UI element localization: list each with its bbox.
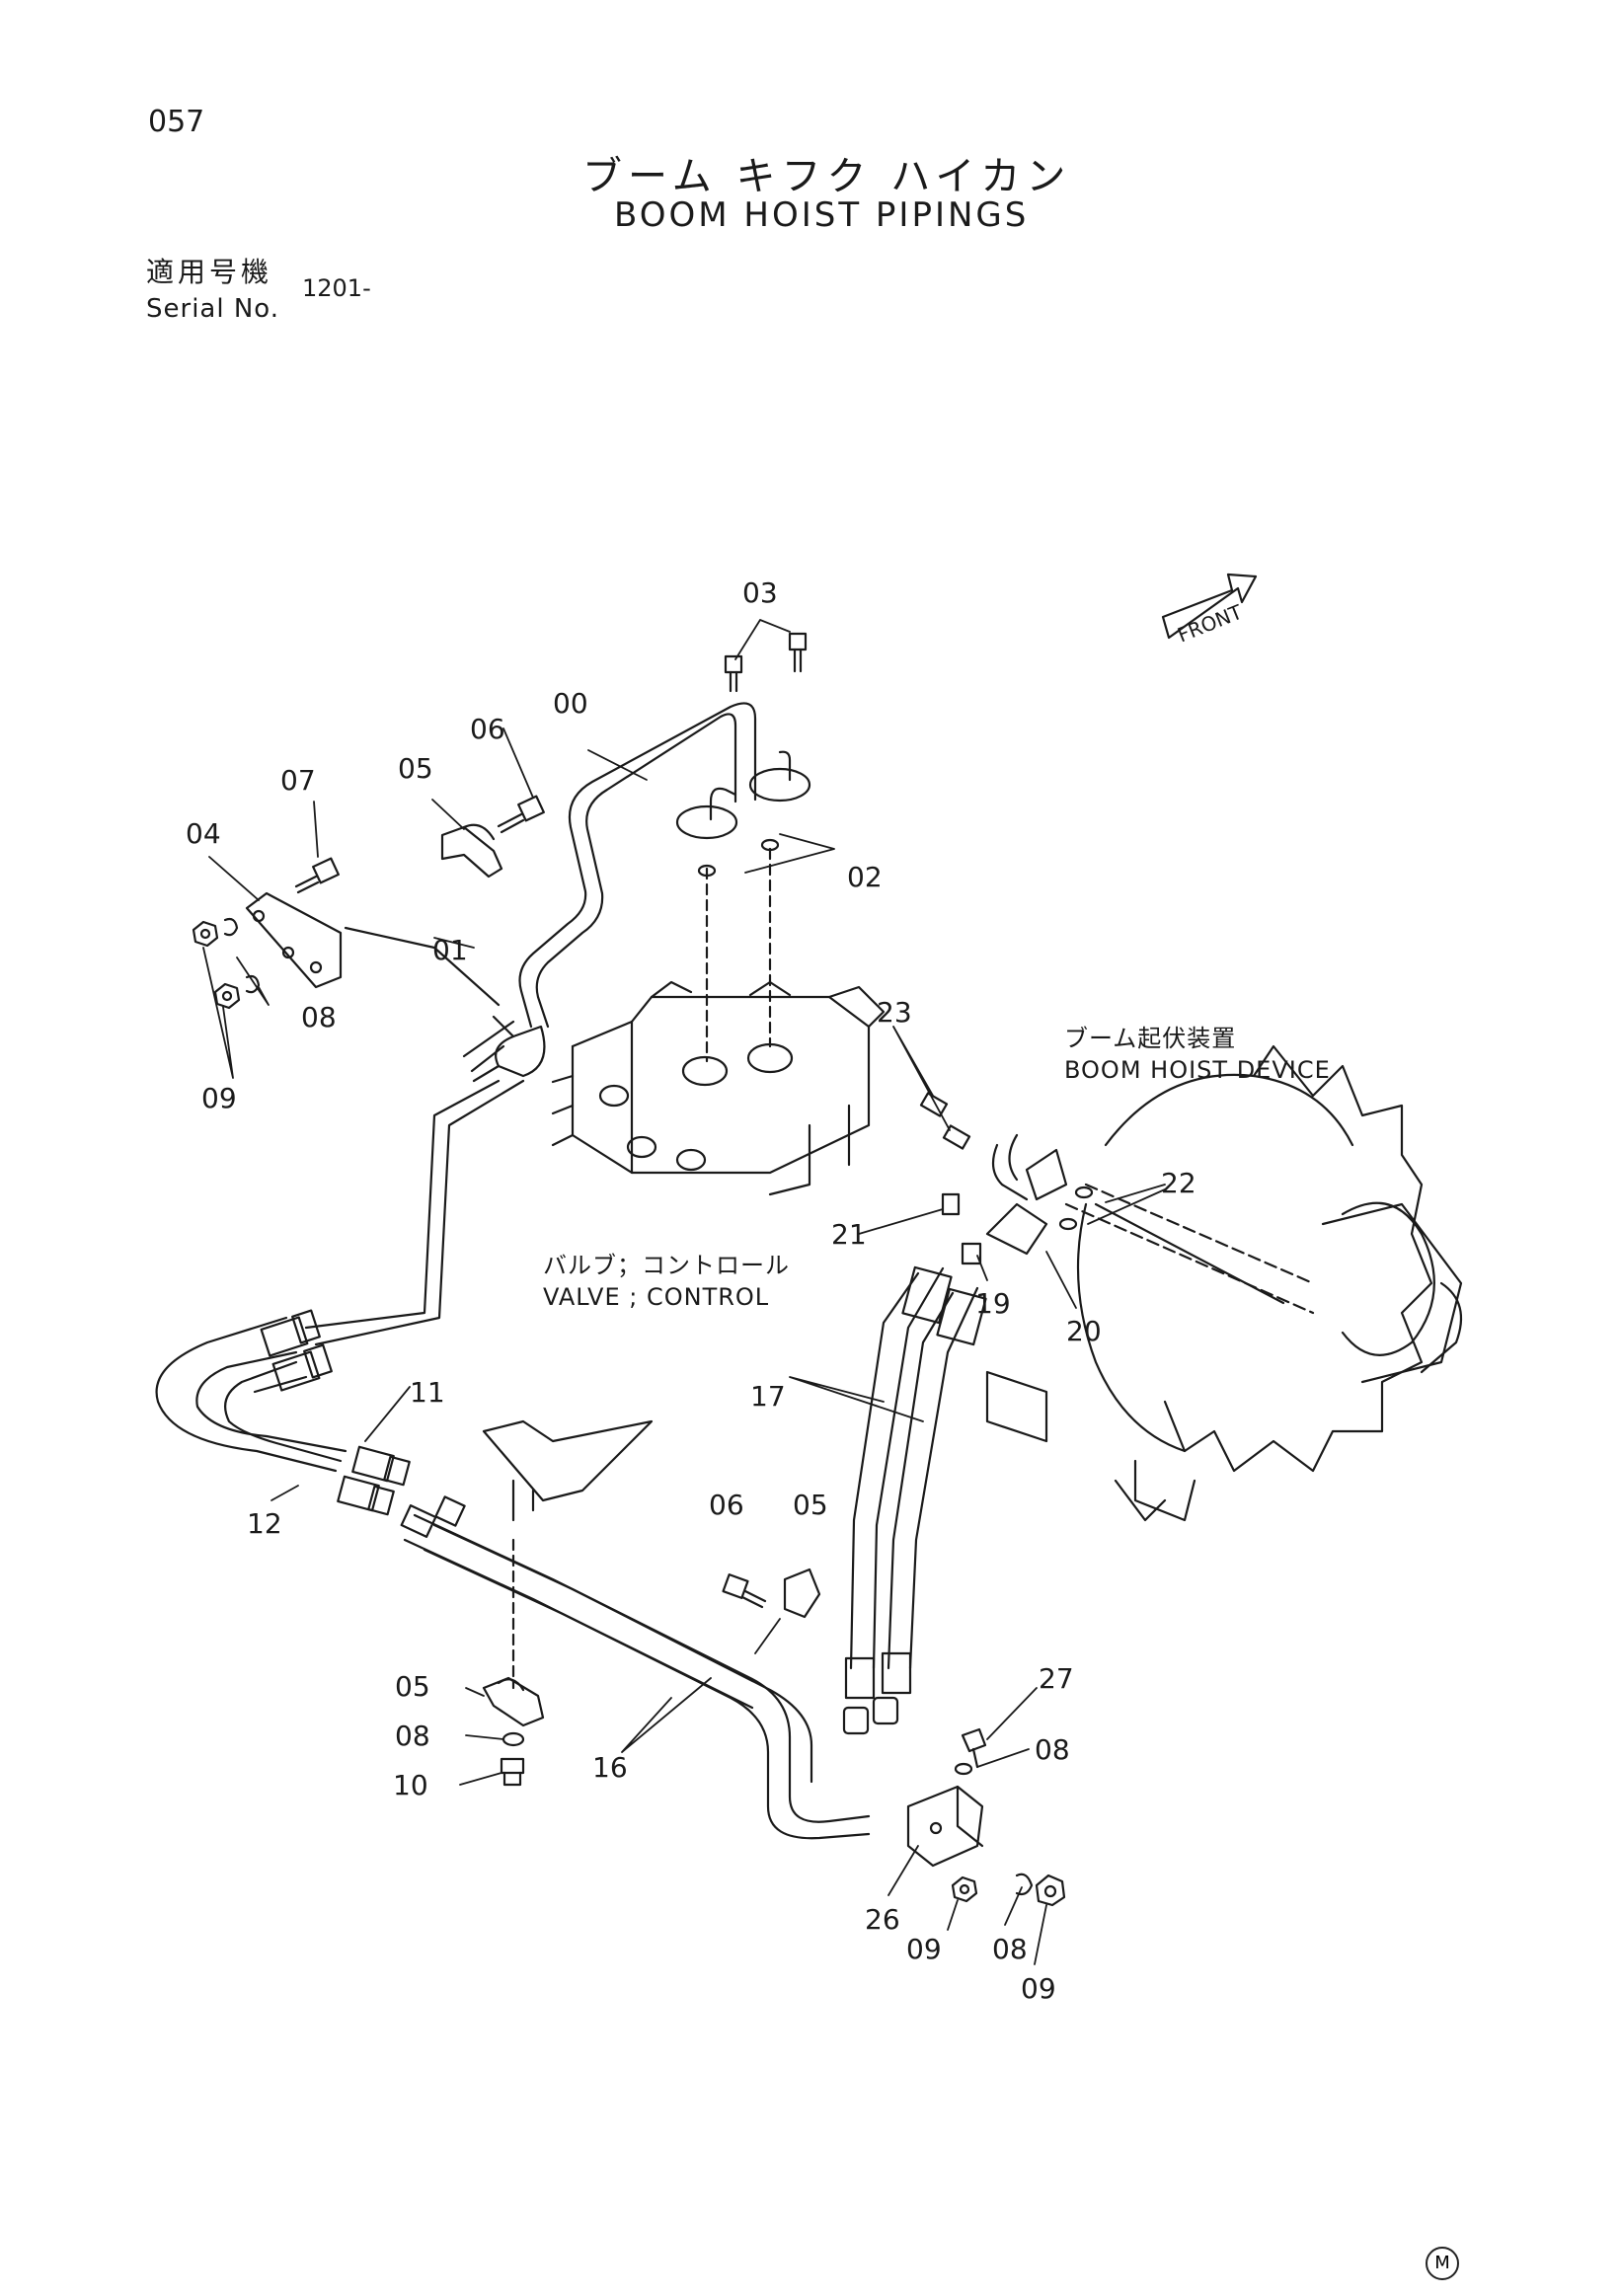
part-label-03: 03 — [742, 576, 778, 609]
pipe-00-drawing — [518, 702, 792, 1029]
mount-plate-drawing — [482, 1419, 654, 1690]
nuts-washers-left-drawing — [192, 917, 261, 1010]
part-label-09: 09 — [201, 1082, 237, 1114]
component-callouts: ブーム起伏装置 BOOM HOIST DEVICE バルブ；コントロール VAL… — [543, 599, 1331, 1311]
part-label-08-lower: 08 — [992, 1933, 1028, 1965]
boom-hoist-device-label-jp: ブーム起伏装置 — [1064, 1025, 1236, 1052]
part-label-08: 08 — [301, 1001, 337, 1033]
washer-bolt-lower-left-drawing — [500, 1731, 525, 1787]
part-label-27: 27 — [1039, 1662, 1074, 1695]
page-number: 057 — [148, 105, 205, 139]
part-label-06-lower: 06 — [709, 1489, 744, 1521]
part-label-05: 05 — [398, 752, 433, 785]
valve-flanges-drawing — [675, 767, 811, 1063]
clamps-lower-drawing — [482, 1568, 821, 1727]
boom-hoist-device-label-en: BOOM HOIST DEVICE — [1064, 1056, 1331, 1084]
serial-number-value: 1201- — [302, 274, 371, 302]
bolts-drawing — [294, 632, 808, 894]
part-label-10: 10 — [393, 1769, 428, 1801]
clamp-05-upper-drawing — [440, 823, 503, 879]
part-label-00: 00 — [553, 687, 588, 720]
pipes-16-drawing — [400, 1495, 899, 1840]
part-number-labels: 03 00 06 05 07 04 02 01 08 09 23 22 21 1… — [186, 576, 1196, 2005]
part-label-12: 12 — [247, 1507, 282, 1540]
leader-lines — [202, 619, 1166, 1965]
serial-label-japanese: 適用号機 — [146, 256, 273, 288]
part-label-01: 01 — [432, 934, 468, 966]
title-japanese: ブーム キフク ハイカン — [582, 154, 1072, 199]
control-valve-label-en: VALVE ; CONTROL — [543, 1283, 769, 1311]
part-label-05-lower-right: 05 — [793, 1489, 828, 1521]
part-label-02: 02 — [847, 861, 883, 893]
pipe-01-drawing — [344, 926, 546, 1083]
part-label-26: 26 — [865, 1903, 900, 1936]
front-arrow-icon — [1161, 573, 1258, 640]
part-label-11: 11 — [410, 1376, 445, 1409]
title-english: BOOM HOIST PIPINGS — [614, 195, 1030, 235]
part-label-09-lower: 09 — [906, 1933, 942, 1965]
part-label-22: 22 — [1161, 1167, 1196, 1199]
boom-hoist-device-drawing — [985, 1044, 1463, 1522]
part-label-09-lower-right: 09 — [1021, 1972, 1056, 2005]
control-valve-drawing — [551, 980, 886, 1196]
part-label-16: 16 — [592, 1751, 628, 1784]
bracket-26-drawing — [906, 1727, 1066, 1907]
part-label-08-right: 08 — [1035, 1733, 1070, 1766]
control-valve-label-jp: バルブ；コントロール — [543, 1252, 790, 1279]
part-label-17: 17 — [750, 1380, 786, 1413]
hoses-17-drawing — [844, 1265, 987, 1700]
hose-fittings-drawing — [260, 1309, 411, 1516]
part-label-04: 04 — [186, 817, 221, 850]
manufacturer-mark-icon: M — [1426, 2247, 1459, 2280]
part-label-06: 06 — [470, 713, 505, 745]
part-label-19: 19 — [975, 1287, 1011, 1320]
part-label-05-lower-left: 05 — [395, 1670, 430, 1703]
boom-device-fittings-drawing — [919, 1092, 1094, 1265]
front-label: FRONT — [1174, 599, 1246, 647]
part-label-08-lower-left: 08 — [395, 1720, 430, 1752]
part-label-21: 21 — [831, 1218, 867, 1251]
pipes-lower-left-drawing — [155, 1079, 525, 1473]
part-label-07: 07 — [280, 764, 316, 797]
part-label-23: 23 — [877, 996, 912, 1029]
serial-label-english: Serial No. — [146, 294, 279, 324]
part-label-20: 20 — [1066, 1315, 1102, 1347]
bracket-04-drawing — [245, 891, 343, 989]
